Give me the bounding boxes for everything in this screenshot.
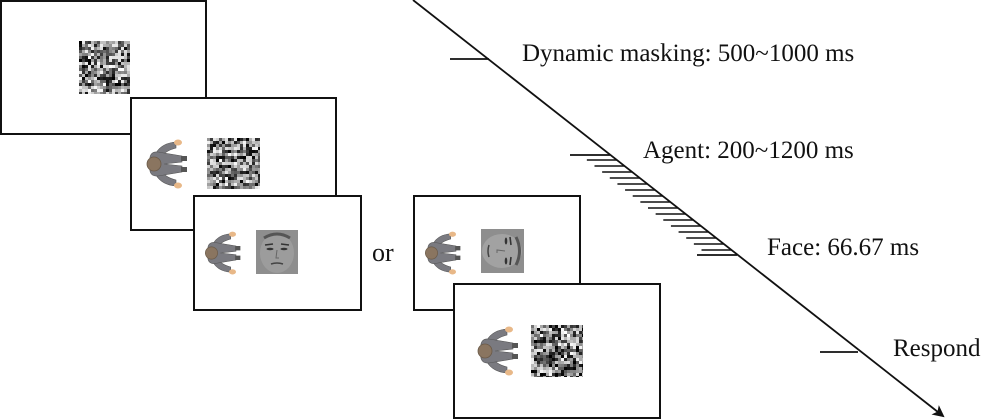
noise-mask [79, 41, 130, 94]
label-agent: Agent: 200~1200 ms [643, 137, 854, 164]
upright-face-image [256, 230, 298, 274]
frame-response-mask [453, 283, 661, 419]
agent-hatch [586, 159, 732, 251]
label-respond: Respond [893, 335, 981, 362]
rotated-face-image [481, 229, 524, 273]
label-face: Face: 66.67 ms [767, 234, 920, 261]
agent-figure-icon [425, 231, 461, 275]
agent-figure-icon [477, 326, 518, 376]
agent-figure-icon [205, 231, 241, 275]
noise-mask [531, 325, 583, 377]
noise-mask [207, 138, 260, 189]
or-connector: or [372, 238, 394, 267]
agent-figure-icon [146, 139, 187, 189]
label-dynamic-masking: Dynamic masking: 500~1000 ms [522, 40, 855, 67]
frame-face-upright [193, 195, 362, 311]
